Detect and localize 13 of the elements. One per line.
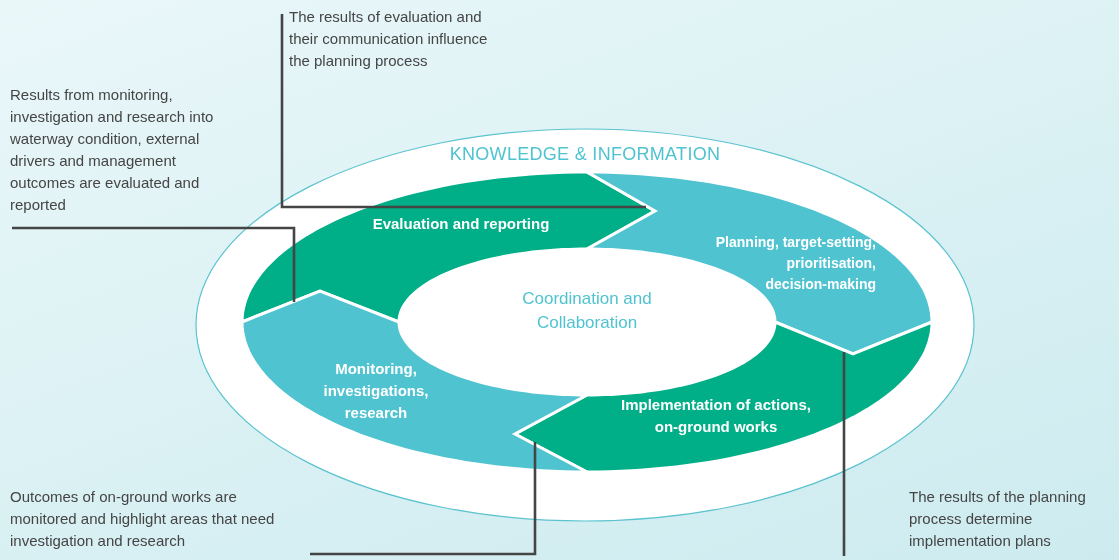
segment-label: Implementation of actions, on-ground works — [619, 395, 813, 437]
ellipse-heading: KNOWLEDGE & INFORMATION — [448, 144, 722, 165]
leader-line — [842, 352, 846, 556]
annotation-text: Results from monitoring, investigation and research into waterway condition, external drivers and management outcomes are evaluated and reported — [10, 85, 215, 215]
annotation-text: The results of evaluation and their communication influence the planning process — [289, 7, 489, 71]
annotation-text: Outcomes of on-ground works are monitored and highlight areas that need investigation and research — [10, 487, 276, 551]
leader-line — [280, 14, 646, 209]
leader-line — [12, 226, 296, 302]
segment-label: Evaluation and reporting — [371, 214, 551, 234]
leader-line — [310, 442, 537, 556]
segment-label: Monitoring, investigations, research — [322, 359, 430, 423]
annotation-text: The results of the planning process determine implementation plans — [909, 487, 1087, 551]
segment-label: Planning, target-setting, prioritisation, decision-making — [714, 233, 876, 294]
